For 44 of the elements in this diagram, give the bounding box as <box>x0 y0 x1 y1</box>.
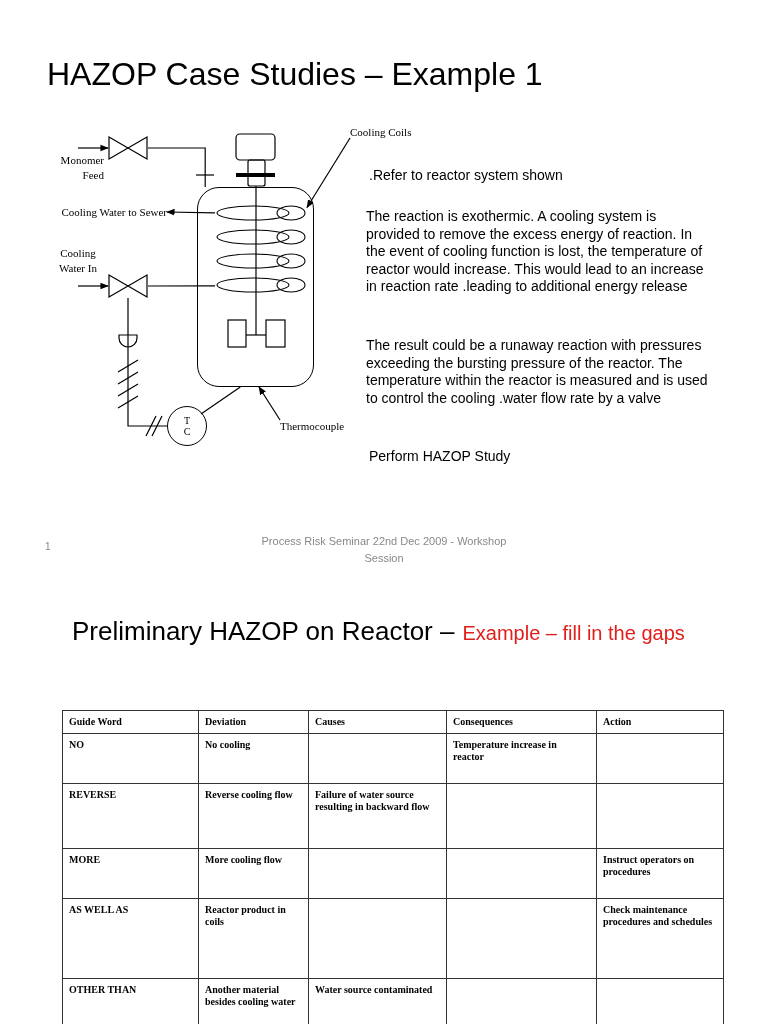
description-paragraph: The reaction is exothermic. A cooling system is provided to remove the excess energy of reaction. In the event of cooling function is lost, the temperature of reactor would increase. This would lead to an increase in reaction rate .leading to additional energy release <box>366 208 705 296</box>
coil-label: Cooling Coils <box>350 126 412 138</box>
header-cell: Causes <box>308 710 447 734</box>
sensor-label: Thermocouple <box>280 420 345 432</box>
header-cell: Action <box>596 710 724 734</box>
table-cell: NO <box>62 733 199 784</box>
footer-text: Process Risk Seminar 22nd Dec 2009 - Workshop Session <box>260 534 508 566</box>
header-cell: Consequences <box>446 710 597 734</box>
section-heading: Preliminary HAZOP on Reactor – <box>72 616 455 647</box>
table-cell: OTHER THAN <box>62 978 199 1024</box>
inlet-label: Cooling Water In <box>58 246 98 276</box>
pipe-line <box>147 285 216 287</box>
table-cell: REVERSE <box>62 783 199 849</box>
pipe-line <box>200 386 241 415</box>
table-cell: AS WELL AS <box>62 898 199 979</box>
page-number: 1 <box>45 541 51 552</box>
slide-title: HAZOP Case Studies – Example 1 <box>47 56 543 93</box>
table-cell: Temperature increase in reactor <box>446 733 597 784</box>
table-cell: More cooling flow <box>198 848 309 899</box>
table-cell: No cooling <box>198 733 309 784</box>
pipe-line <box>147 147 206 188</box>
cooling-coil <box>215 203 307 293</box>
arrow <box>77 144 109 152</box>
table-cell: Failure of water source resulting in backward flow <box>308 783 447 849</box>
header-cell: Guide Word <box>62 710 199 734</box>
intro-text: .Refer to reactor system shown <box>369 167 564 183</box>
table-cell: Reactor product in coils <box>198 898 309 979</box>
table-cell: Instruct operators on procedures <box>596 848 724 899</box>
control-valve-symbol <box>108 274 148 298</box>
feed-label: Monomer Feed <box>59 153 104 183</box>
header-cell: Deviation <box>198 710 309 734</box>
outlet-label: Cooling Water to Sewer <box>45 206 167 218</box>
valve-symbol <box>108 136 148 160</box>
reactor-vessel <box>197 187 314 387</box>
leader-line <box>258 386 281 421</box>
table-cell: Reverse cooling flow <box>198 783 309 849</box>
arrow <box>77 282 109 290</box>
task-text: Perform HAZOP Study <box>369 448 511 464</box>
description-paragraph: The result could be a runaway reaction with pressures exceeding the bursting pressure of the reactor. The temperature within the reactor is measured and is used to control the cooling .water flow rate by a valve <box>366 337 709 407</box>
table-cell: MORE <box>62 848 199 899</box>
arrow <box>166 208 216 216</box>
leader-line <box>306 137 351 209</box>
heading-highlight: Example – fill in the gaps <box>462 622 685 645</box>
table-cell: Check maintenance procedures and schedules <box>596 898 724 979</box>
